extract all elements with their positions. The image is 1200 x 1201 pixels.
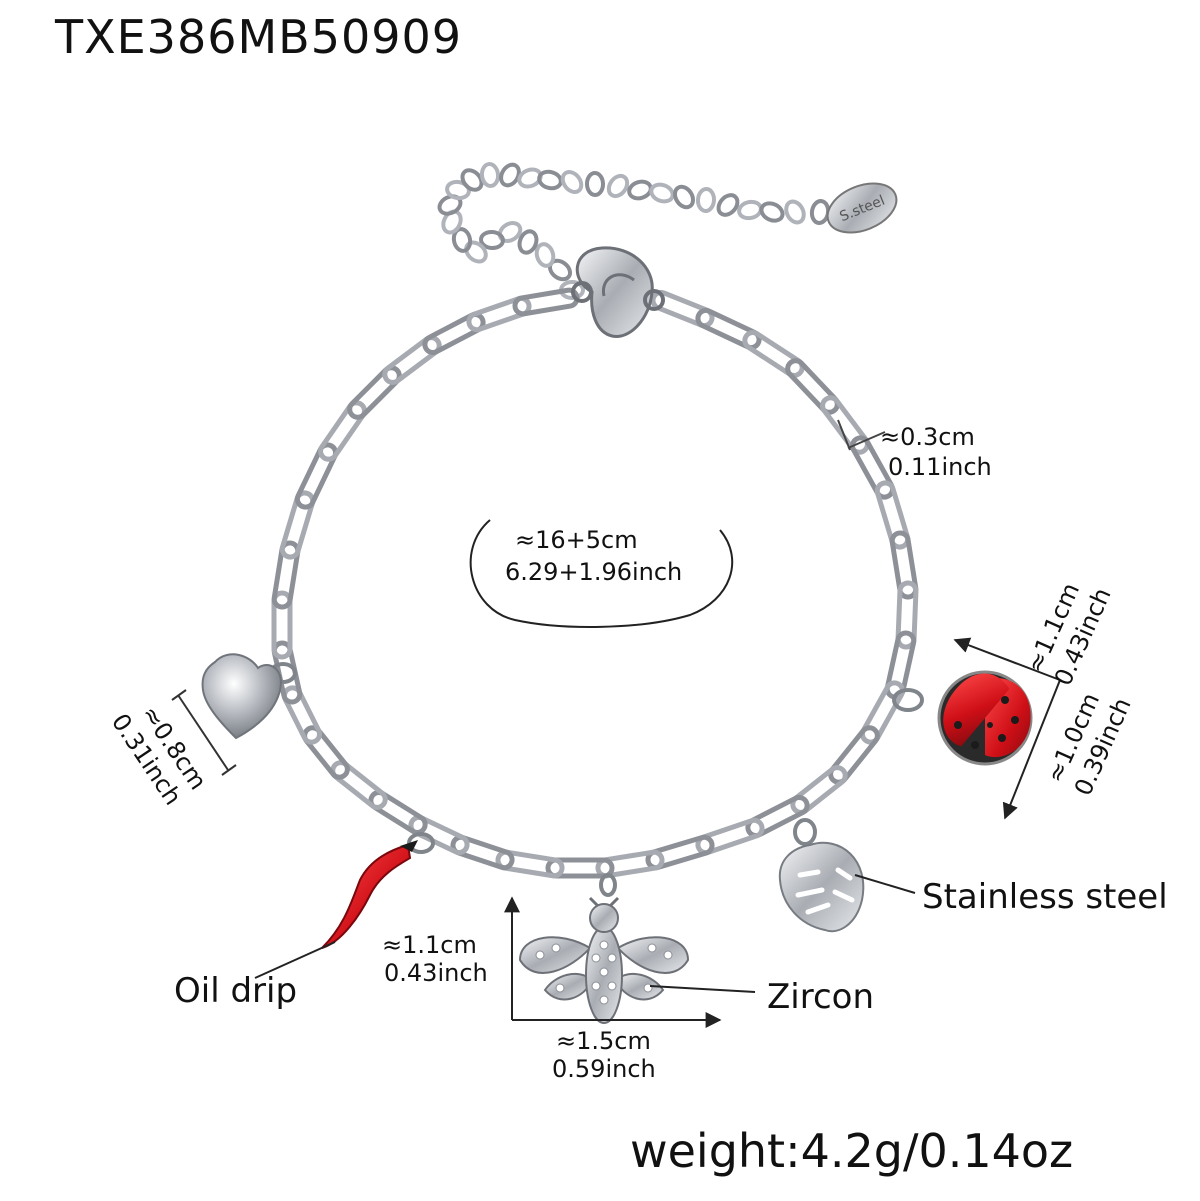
extender-link: [451, 227, 473, 253]
extender-link: [627, 179, 653, 201]
chain-link: [695, 817, 765, 856]
link-width-metric: ≈0.3cm: [880, 423, 975, 451]
chain-link: [330, 760, 388, 810]
chain-link: [745, 794, 810, 839]
callout-stainless-steel: Stainless steel: [922, 877, 1168, 917]
link-width-marker: [837, 419, 886, 451]
chain-link: [828, 725, 880, 785]
chain-link: [294, 442, 339, 510]
extender-link: [537, 169, 563, 191]
extender-link: [534, 242, 556, 268]
extender-link: [606, 173, 630, 199]
chain-link: [382, 335, 442, 385]
extender-link: [517, 229, 539, 255]
chain-link: [650, 289, 715, 329]
bee-height-imperial: 0.43inch: [384, 959, 488, 987]
extender-link: [479, 162, 501, 188]
extender-chain: [437, 162, 831, 300]
chain-link: [645, 834, 715, 871]
chain-link: [408, 814, 470, 856]
chain-link: [281, 685, 323, 745]
bee-height-metric: ≈1.1cm: [382, 931, 477, 959]
bee-charm: [518, 873, 690, 1024]
chain-link: [422, 311, 486, 356]
chain-link: [279, 490, 316, 560]
chain-link: [271, 540, 301, 610]
chain-link: [271, 590, 293, 660]
callout-oil-drip: Oil drip: [174, 971, 298, 1011]
paperclip-chain: [271, 287, 919, 879]
heart-dimension-line: [171, 689, 237, 776]
product-weight: weight:4.2g/0.14oz: [630, 1124, 1074, 1178]
chain-link: [368, 790, 428, 835]
extender-link: [560, 170, 584, 194]
chain-link: [318, 400, 367, 462]
callout-zircon: Zircon: [767, 977, 875, 1017]
ladybug-charm: [892, 670, 1033, 766]
leaf-charm: [778, 818, 865, 933]
bee-width-metric: ≈1.5cm: [556, 1027, 651, 1055]
chain-link: [512, 287, 580, 317]
chain-link: [859, 680, 906, 745]
link-width-imperial: 0.11inch: [888, 453, 992, 481]
steel-tag: S.steel: [826, 182, 898, 234]
heart-charm: [201, 653, 297, 740]
extender-link: [737, 199, 763, 221]
chain-link: [495, 849, 565, 879]
bee-dimension-lines: [504, 896, 722, 1028]
chain-link: [895, 580, 919, 650]
ladybug-dimension-lines: [953, 637, 1061, 820]
extender-link: [479, 229, 505, 251]
chain-link: [889, 530, 919, 600]
extender-link: [445, 179, 471, 201]
chain-link: [595, 849, 665, 879]
length-ellipse: [469, 519, 734, 628]
extender-link: [673, 184, 695, 210]
chain-link: [347, 365, 402, 420]
extender-link: [695, 187, 717, 213]
extender-link: [809, 199, 831, 225]
chain-link: [790, 765, 848, 815]
callout-leaders: [254, 874, 916, 993]
chain-link: [785, 358, 840, 415]
chain-link: [874, 480, 911, 550]
length-imperial: 6.29+1.96inch: [505, 558, 683, 586]
product-sku: TXE386MB50909: [55, 10, 463, 64]
extender-link: [649, 182, 675, 204]
chain-link: [302, 725, 350, 780]
length-metric: ≈16+5cm: [515, 526, 638, 554]
extender-link: [759, 201, 785, 223]
chain-link: [545, 857, 615, 879]
extender-link: [584, 171, 606, 197]
extender-link: [460, 168, 484, 192]
extender-link: [716, 193, 740, 217]
chain-link: [849, 435, 896, 500]
extender-link: [784, 199, 806, 225]
lobster-clasp: [571, 246, 665, 338]
chain-link: [466, 295, 532, 333]
chain-link: [742, 330, 805, 378]
chain-link: [820, 395, 870, 455]
chain-link: [695, 307, 762, 351]
chain-link: [450, 834, 515, 871]
extender-link: [499, 162, 521, 188]
bee-width-imperial: 0.59inch: [552, 1055, 656, 1083]
